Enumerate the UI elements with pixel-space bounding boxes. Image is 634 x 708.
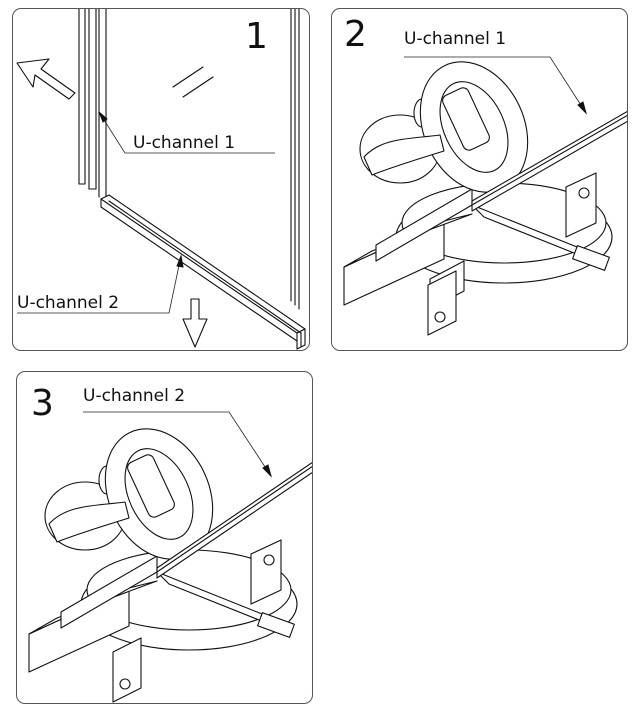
u-channel-1-label: U-channel 1 bbox=[133, 133, 236, 153]
step-number: 1 bbox=[245, 16, 268, 57]
glass-door-illustration bbox=[16, 9, 306, 350]
step-1-panel: 1 U-channel 1 U-channel 2 bbox=[12, 8, 310, 351]
step-number: 3 bbox=[31, 383, 54, 424]
glass-panel-icon bbox=[105, 9, 300, 310]
u-channel-2-label: U-channel 2 bbox=[17, 293, 120, 313]
step-3-panel: 3 U-channel 2 bbox=[16, 371, 313, 704]
miter-saw-icon bbox=[343, 61, 613, 336]
u-channel-1-icon bbox=[78, 9, 100, 198]
u-channel-2-icon bbox=[100, 194, 306, 350]
u-channel-icon bbox=[156, 462, 312, 579]
u-channel-2-label: U-channel 2 bbox=[83, 386, 186, 406]
step-2-panel: 2 U-channel 1 bbox=[331, 8, 628, 351]
miter-saw-illustration bbox=[343, 56, 627, 336]
u-channel-icon bbox=[471, 110, 627, 212]
direction-arrow-icon bbox=[16, 58, 208, 348]
miter-saw-icon bbox=[28, 428, 298, 703]
u-channel-1-label: U-channel 1 bbox=[404, 29, 507, 49]
miter-saw-illustration bbox=[28, 411, 312, 703]
step-number: 2 bbox=[344, 14, 367, 55]
